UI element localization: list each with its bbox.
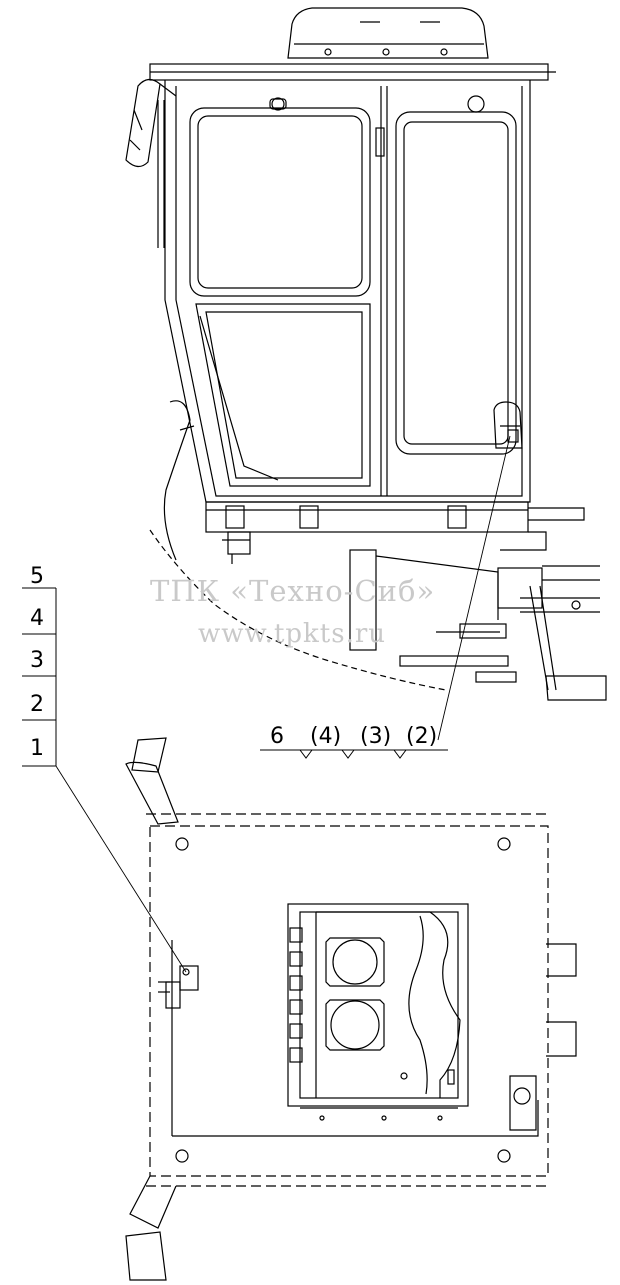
callout-1: 1	[30, 736, 44, 761]
roof-ac-unit	[287, 7, 489, 59]
callout-paren-4: (4)	[310, 724, 342, 749]
callout-6: 6	[270, 724, 284, 749]
door-upper-window	[189, 107, 371, 297]
floor-frame	[205, 501, 529, 533]
door-lock	[158, 965, 199, 1009]
callout-stack-frame	[22, 587, 57, 767]
washer-tank	[493, 401, 523, 449]
roof-outline	[149, 825, 549, 1177]
lower-linkage	[349, 549, 607, 701]
cab-side-view	[125, 7, 607, 741]
callout-paren-2: (2)	[406, 724, 438, 749]
door-lower-window	[195, 303, 371, 487]
callout-2: 2	[30, 692, 44, 717]
callout-3: 3	[30, 648, 44, 673]
callout-5: 5	[30, 564, 44, 589]
ac-unit-top	[287, 903, 469, 1121]
leader-line-1	[55, 765, 187, 973]
callout-paren-3: (3)	[360, 724, 392, 749]
mirror-front	[125, 78, 177, 248]
cab-frame	[164, 80, 531, 503]
cab-top-view	[55, 737, 577, 1281]
watermark-line-2: www.tpkts.ru	[198, 619, 387, 649]
leader-line-2	[437, 435, 511, 741]
watermark-line-1: ТПК «Техно-Сиб»	[150, 574, 436, 608]
body-panel-curve	[149, 529, 447, 691]
callout-4: 4	[30, 606, 44, 631]
callout-row-frame	[260, 749, 448, 759]
rear-side-window	[395, 111, 517, 455]
